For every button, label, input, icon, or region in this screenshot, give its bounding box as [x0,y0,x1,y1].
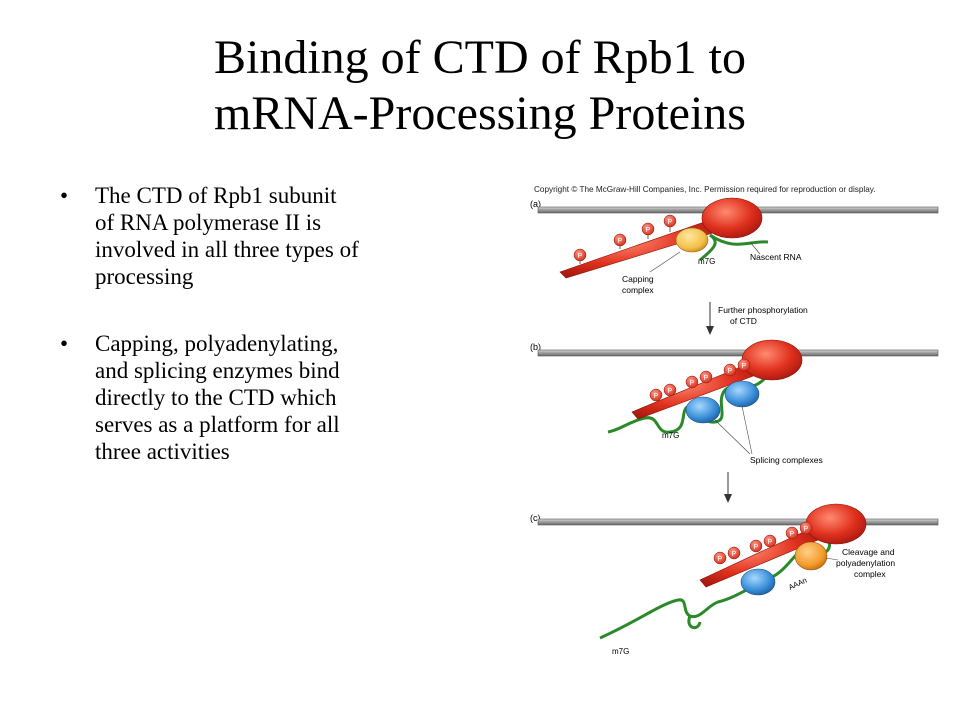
bullet-1-line-3: involved in all three types of [95,237,359,262]
svg-text:P: P [718,556,723,563]
ctd-diagram: Copyright © The McGraw-Hill Companies, I… [520,180,940,660]
arrow-1: Further phosphorylation of CTD [706,302,808,335]
nascent-rna [709,233,769,246]
arrow-2 [724,472,732,503]
svg-text:P: P [754,544,759,551]
svg-text:P: P [668,388,673,395]
capping-label-1: Capping [622,274,654,284]
svg-text:P: P [654,393,659,400]
cleavage-label-1: Cleavage and [842,547,895,557]
bullet-item-2: • Capping, polyadenylating, and splicing… [60,330,470,465]
dna-strand [537,349,939,357]
svg-text:P: P [732,551,737,558]
svg-text:P: P [728,368,733,375]
capping-label-2: complex [622,285,654,295]
bullet-1-line-1: The CTD of Rpb1 subunit [95,183,337,208]
bullet-2-line-4: serves as a platform for all [95,412,340,437]
nascent-rna-label: Nascent RNA [750,252,802,262]
title-line-2: mRNA-Processing Proteins [214,87,746,140]
panel-a: (a) P P P P m7G Nascent RNA [530,197,939,295]
splicing-complexes-label: Splicing complexes [750,455,823,465]
phosphate-group: P P P P [573,214,677,264]
splicing-complex-shape [724,380,760,408]
bullet-2-line-1: Capping, polyadenylating, [95,331,339,356]
bullet-list: • The CTD of Rpb1 subunit of RNA polymer… [60,182,470,505]
copyright-notice: Copyright © The McGraw-Hill Companies, I… [534,185,876,194]
bullet-2-line-3: directly to the CTD which [95,385,337,410]
svg-text:P: P [804,526,809,533]
bullet-item-1: • The CTD of Rpb1 subunit of RNA polymer… [60,182,470,290]
cleavage-label-3: complex [854,569,886,579]
bullet-1-line-2: of RNA polymerase II is [95,210,322,235]
panel-a-letter: (a) [530,199,541,209]
panel-b: (b) P P P P P P m7G Splicing complexes [530,339,939,465]
title-line-1: Binding of CTD of Rpb1 to [213,31,746,84]
svg-text:P: P [646,227,651,234]
bullet-2-line-2: and splicing enzymes bind [95,358,340,383]
bullet-2-line-5: three activities [95,439,230,464]
bullet-glyph: • [60,183,69,208]
cap-label-c: m7G [612,647,629,656]
polya-label: AAAn [787,576,808,592]
cap-label-b: m7G [662,431,679,440]
svg-text:P: P [768,539,773,546]
svg-text:P: P [790,531,795,538]
panel-c-letter: (c) [530,513,541,523]
phosphate-group: P P P P P P [713,521,813,565]
page-title: Binding of CTD of Rpb1 to mRNA-Processin… [40,30,920,142]
svg-text:P: P [704,375,709,382]
dna-strand [537,518,939,526]
arrow-1-label-1: Further phosphorylation [718,305,808,315]
splicing-complex-shape [740,568,776,596]
cap-label-a: m7G [698,257,715,266]
svg-text:P: P [690,380,695,387]
arrow-1-label-2: of CTD [730,316,757,326]
rna-polymerase [805,503,867,545]
panel-c: (c) P P P P P P AAAn m7G Clea [530,503,939,656]
panel-b-letter: (b) [530,342,541,352]
rna-polymerase [701,197,763,239]
svg-text:P: P [578,253,583,260]
svg-text:P: P [742,363,747,370]
splicing-complex-shape [685,396,721,424]
cleavage-label-2: polyadenylation [836,558,895,568]
bullet-1-line-4: processing [95,264,194,289]
capping-complex-shape [675,227,709,253]
phosphate-group: P P P P P P [649,358,751,402]
svg-text:P: P [668,219,673,226]
svg-text:P: P [618,238,623,245]
bullet-glyph: • [60,331,69,356]
cleavage-complex-shape [794,541,828,571]
rna-polymerase [741,339,803,381]
